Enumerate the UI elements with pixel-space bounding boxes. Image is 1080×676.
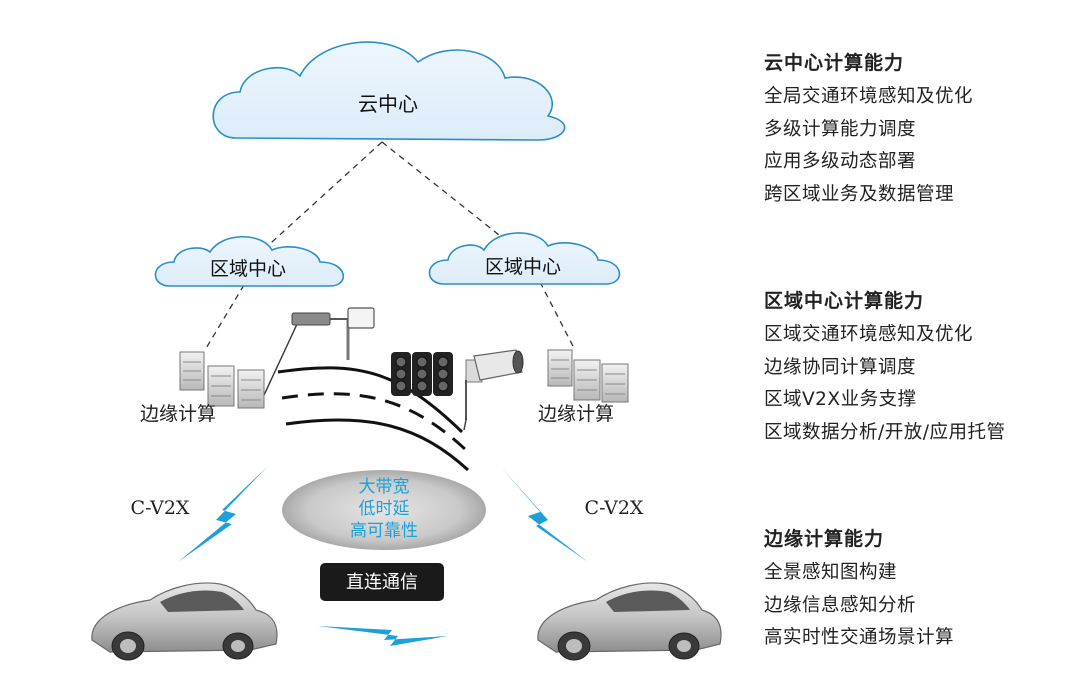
cv2x-left-label: C-V2X — [131, 497, 190, 519]
server-right-2 — [573, 359, 601, 401]
rsu-cable — [257, 321, 299, 409]
edge-capability-item: 全景感知图构建 — [764, 562, 898, 583]
network-features-ellipse — [282, 470, 486, 550]
region-right-label: 区域中心 — [485, 256, 561, 278]
rsu-antenna-panel — [347, 307, 375, 329]
server-cluster-left-icon — [179, 351, 265, 409]
cloud-center: 云中心 — [212, 41, 566, 141]
region-center-right: 区域中心 — [428, 232, 621, 285]
edge-capabilities-title: 边缘计算能力 — [764, 528, 885, 550]
feature-bandwidth: 大带宽 — [359, 477, 410, 497]
region-capability-item: 区域交通环境感知及优化 — [764, 324, 974, 345]
cloud-capability-item: 多级计算能力调度 — [764, 118, 917, 140]
traffic-lights — [391, 352, 467, 431]
region-right-shape — [428, 232, 621, 285]
roadside-unit-pole — [257, 307, 375, 409]
edge-capability-item: 高实时性交通场景计算 — [764, 627, 955, 648]
region-capability-item: 边缘协同计算调度 — [764, 356, 917, 378]
edge-left-label: 边缘计算 — [140, 403, 216, 425]
region-capability-item: 区域数据分析/开放/应用托管 — [764, 421, 1006, 443]
feature-reliability: 高可靠性 — [350, 521, 418, 541]
server-right-1 — [547, 349, 573, 387]
road-edge-top — [277, 366, 464, 434]
cloud-capability-item: 跨区域业务及数据管理 — [764, 183, 955, 205]
region-capabilities-title: 区域中心计算能力 — [764, 290, 925, 312]
edge-right-label: 边缘计算 — [538, 403, 614, 425]
network-features: 大带宽 低时延 高可靠性 — [282, 470, 486, 550]
server-right-3 — [601, 363, 629, 403]
direct-comm-label: 直连通信 — [346, 572, 418, 593]
link-cloud-to-region-left — [249, 141, 383, 263]
region-capabilities: 区域中心计算能力 区域交通环境感知及优化 边缘协同计算调度 区域V2X业务支撑 … — [764, 286, 1005, 449]
direct-comm-badge: 直连通信 — [320, 563, 444, 601]
region-left-shape — [154, 235, 345, 287]
lightning-right-icon — [500, 466, 588, 562]
cloud-capability-item: 全局交通环境感知及优化 — [764, 86, 974, 107]
cloud-capabilities: 云中心计算能力 全局交通环境感知及优化 多级计算能力调度 应用多级动态部署 跨区… — [764, 48, 973, 211]
cloud-center-shape — [212, 41, 566, 141]
server-left-2 — [207, 365, 235, 407]
server-left-3 — [237, 369, 265, 409]
road-edge-bottom — [285, 418, 470, 472]
link-region-right-to-edge — [539, 281, 576, 351]
road-center-line — [281, 392, 468, 452]
road — [277, 366, 470, 472]
cloud-capability-item: 应用多级动态部署 — [764, 151, 917, 172]
car-right-icon — [537, 582, 722, 661]
cloud-center-label: 云中心 — [358, 92, 418, 116]
lightning-bottom-icon — [318, 626, 448, 646]
lightning-left-icon — [178, 466, 268, 562]
region-capability-item: 区域V2X业务支撑 — [764, 389, 917, 410]
camera-icon — [465, 349, 524, 418]
feature-latency: 低时延 — [359, 499, 410, 519]
cv2x-right-label: C-V2X — [585, 497, 644, 519]
cloud-capabilities-title: 云中心计算能力 — [764, 52, 905, 74]
region-center-left: 区域中心 — [154, 235, 345, 287]
link-region-left-to-edge — [204, 284, 245, 351]
server-cluster-right-icon — [547, 349, 629, 403]
edge-capabilities: 边缘计算能力 全景感知图构建 边缘信息感知分析 高实时性交通场景计算 — [764, 524, 954, 655]
car-left-icon — [91, 582, 278, 661]
direct-comm-box — [320, 563, 444, 601]
edge-capability-item: 边缘信息感知分析 — [764, 594, 917, 616]
server-left-1 — [179, 351, 205, 391]
region-left-label: 区域中心 — [210, 258, 286, 280]
rsu-device — [291, 312, 331, 326]
